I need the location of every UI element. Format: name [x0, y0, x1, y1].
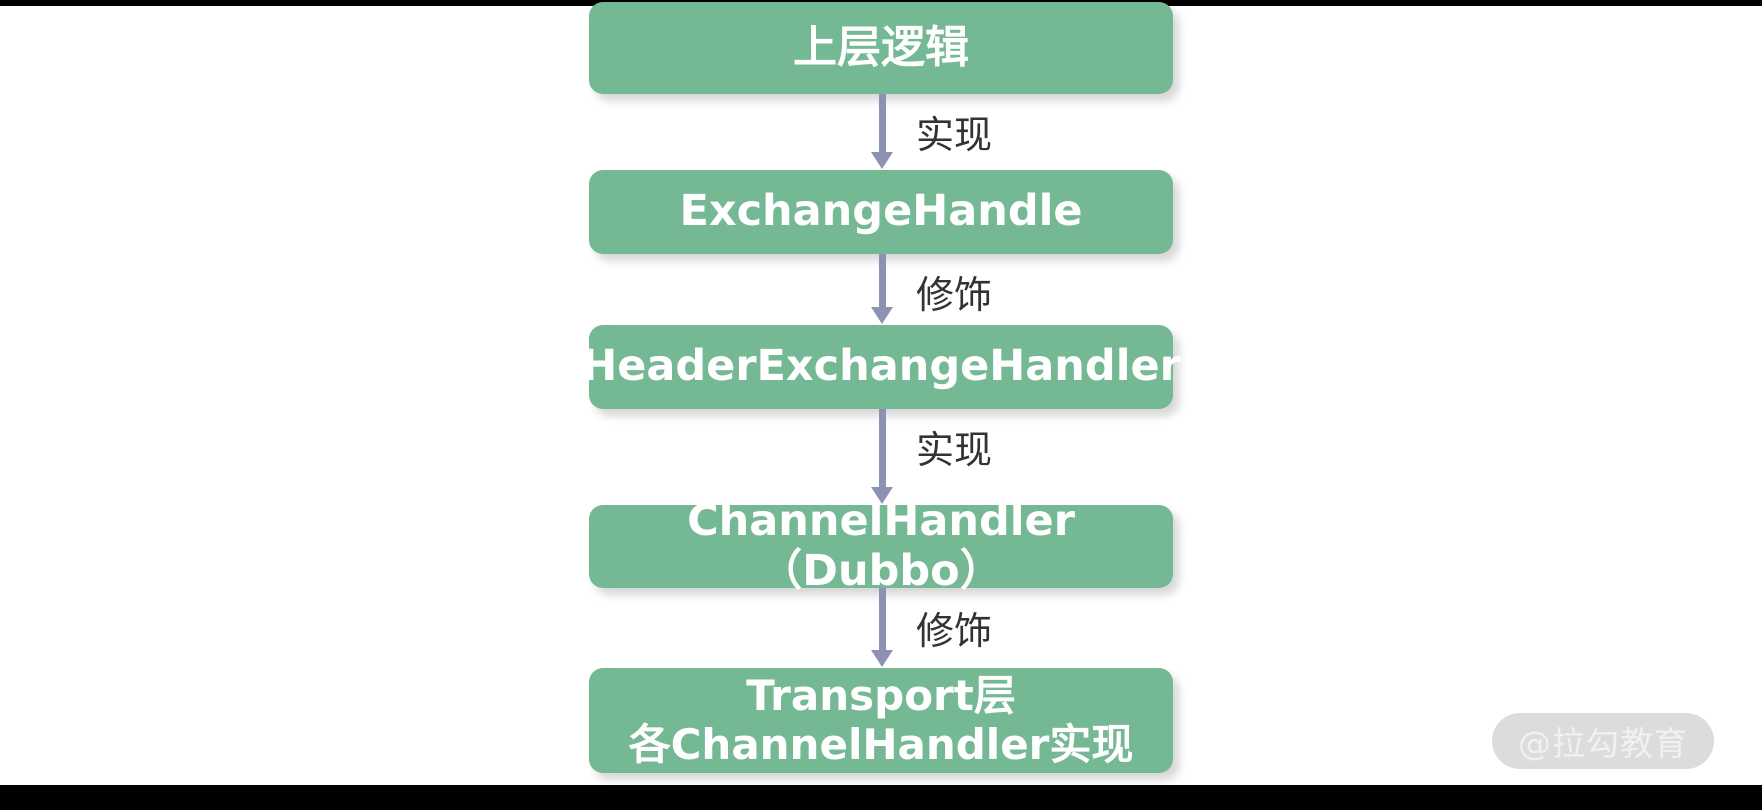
edge-label-decorates-2: 修饰 [916, 609, 993, 653]
edge-label-decorates-1: 修饰 [916, 273, 993, 317]
letterbox-bottom [0, 785, 1762, 810]
node-label: HeaderExchangeHandler [581, 341, 1181, 392]
watermark-label: @拉勾教育 [1518, 724, 1688, 763]
node-label: 上层逻辑 [793, 22, 969, 74]
arrow-upper-logic-to-exchange-handle [871, 94, 893, 170]
node-label: Transport层 各ChannelHandler实现 [628, 670, 1134, 769]
arrow-stem [879, 254, 886, 309]
edge-label-implements-2: 实现 [916, 428, 993, 472]
node-exchange-handle[interactable]: ExchangeHandle [589, 170, 1173, 254]
diagram-canvas: 上层逻辑 实现 ExchangeHandle 修饰 HeaderExchange… [0, 2, 1762, 785]
arrow-exchange-handle-to-header-exchange-handler [871, 254, 893, 325]
arrow-stem [879, 94, 886, 154]
node-header-exchange-handler[interactable]: HeaderExchangeHandler [581, 325, 1181, 409]
arrow-stem [879, 409, 886, 489]
node-upper-logic[interactable]: 上层逻辑 [589, 2, 1173, 94]
arrow-channel-handler-to-transport-layer [871, 588, 893, 668]
arrow-head-icon [871, 487, 893, 504]
node-channel-handler-dubbo[interactable]: ChannelHandler（Dubbo） [589, 496, 1173, 595]
node-transport-layer[interactable]: Transport层 各ChannelHandler实现 [589, 668, 1173, 773]
arrow-stem [879, 588, 886, 652]
watermark: @拉勾教育 [1492, 713, 1714, 769]
node-label: ExchangeHandle [679, 186, 1083, 237]
arrow-head-icon [871, 307, 893, 324]
node-label: ChannelHandler（Dubbo） [687, 495, 1075, 596]
edge-label-implements-1: 实现 [916, 113, 993, 157]
arrow-head-icon [871, 650, 893, 667]
arrow-head-icon [871, 152, 893, 169]
arrow-header-exchange-handler-to-channel-handler [871, 409, 893, 505]
